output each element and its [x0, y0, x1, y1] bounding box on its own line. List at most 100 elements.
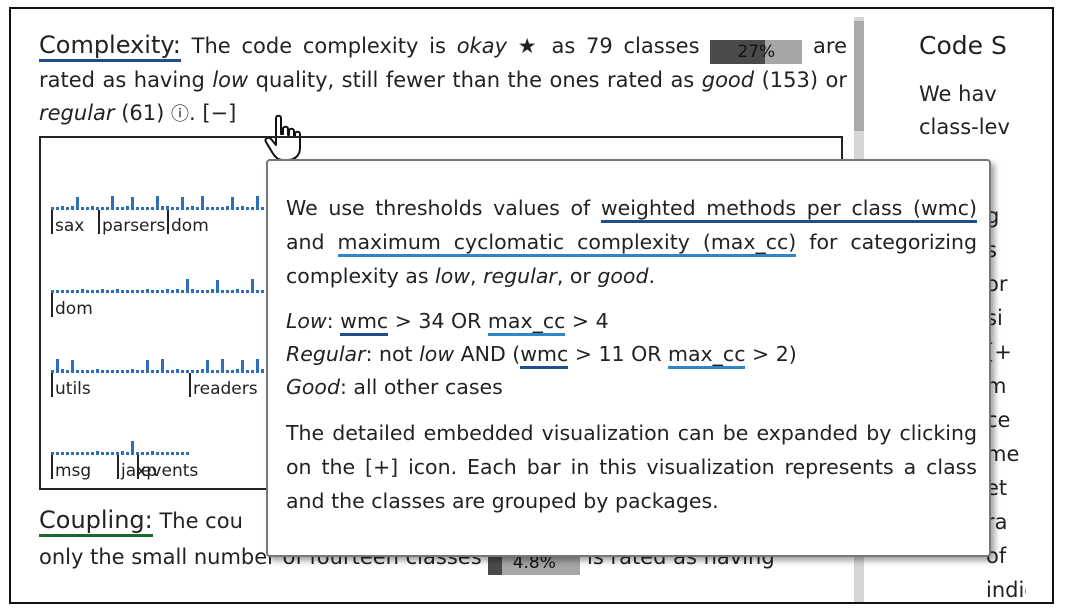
class-bar[interactable] — [146, 207, 149, 210]
class-bar[interactable] — [246, 207, 249, 210]
class-bar[interactable] — [186, 452, 189, 455]
class-bar[interactable] — [216, 280, 219, 293]
class-bar[interactable] — [206, 207, 209, 210]
class-bar[interactable] — [116, 370, 119, 373]
info-icon[interactable]: ⓘ — [171, 104, 189, 125]
class-bar[interactable] — [146, 360, 149, 373]
class-bar[interactable] — [181, 370, 184, 373]
class-bar[interactable] — [181, 290, 184, 293]
class-bar[interactable] — [161, 452, 164, 455]
class-bar[interactable] — [151, 450, 154, 455]
class-bar[interactable] — [81, 452, 84, 455]
max-cc-link[interactable]: maximum cyclomatic complexity (max_cc) — [337, 230, 797, 257]
class-bar[interactable] — [251, 207, 254, 210]
class-bar[interactable] — [61, 452, 64, 455]
class-bar[interactable] — [166, 452, 169, 455]
class-bar[interactable] — [176, 288, 179, 293]
class-bar[interactable] — [86, 207, 89, 210]
class-bar[interactable] — [101, 370, 104, 373]
class-bar[interactable] — [186, 207, 189, 210]
wmc-link[interactable]: wmc — [520, 342, 569, 369]
class-bar[interactable] — [51, 452, 54, 455]
class-bar[interactable] — [251, 279, 254, 293]
class-bar[interactable] — [76, 197, 79, 210]
class-bar[interactable] — [71, 205, 74, 210]
class-bar[interactable] — [171, 207, 174, 210]
class-bar[interactable] — [166, 370, 169, 373]
class-bar[interactable] — [131, 368, 134, 373]
class-bar[interactable] — [181, 197, 184, 210]
class-bar[interactable] — [226, 290, 229, 293]
class-bar[interactable] — [156, 452, 159, 455]
class-bar[interactable] — [106, 290, 109, 293]
class-bar[interactable] — [61, 290, 64, 293]
class-bar[interactable] — [231, 290, 234, 293]
class-bar[interactable] — [101, 207, 104, 210]
class-bar[interactable] — [106, 370, 109, 373]
class-bar[interactable] — [106, 452, 109, 455]
class-bar[interactable] — [201, 368, 204, 373]
class-bar[interactable] — [156, 370, 159, 373]
class-bar[interactable] — [211, 370, 214, 373]
class-bar[interactable] — [101, 288, 104, 293]
class-bar[interactable] — [66, 207, 69, 210]
class-bar[interactable] — [66, 290, 69, 293]
class-bar[interactable] — [261, 368, 264, 373]
class-bar[interactable] — [161, 359, 164, 373]
class-bar[interactable] — [256, 359, 259, 373]
class-bar[interactable] — [86, 370, 89, 373]
class-bar[interactable] — [206, 360, 209, 373]
class-bar[interactable] — [181, 452, 184, 455]
collapse-toggle[interactable]: [−] — [202, 101, 237, 125]
class-bar[interactable] — [231, 370, 234, 373]
class-bar[interactable] — [96, 368, 99, 373]
class-bar[interactable] — [176, 207, 179, 210]
class-bar[interactable] — [71, 452, 74, 455]
class-bar[interactable] — [71, 360, 74, 373]
class-bar[interactable] — [131, 290, 134, 293]
class-bar[interactable] — [131, 197, 134, 210]
class-bar[interactable] — [201, 290, 204, 293]
class-bar[interactable] — [116, 207, 119, 210]
class-bar[interactable] — [146, 288, 149, 293]
class-bar[interactable] — [51, 207, 54, 210]
class-bar[interactable] — [236, 368, 239, 373]
class-bar[interactable] — [171, 370, 174, 373]
class-bar[interactable] — [136, 370, 139, 373]
class-bar[interactable] — [141, 290, 144, 293]
class-bar[interactable] — [171, 452, 174, 455]
class-bar[interactable] — [56, 359, 59, 373]
class-bar[interactable] — [236, 207, 239, 210]
class-bar[interactable] — [51, 290, 54, 293]
class-bar[interactable] — [176, 368, 179, 373]
wmc-link[interactable]: weighted methods per class (wmc) — [600, 196, 977, 223]
class-bar[interactable] — [236, 288, 239, 293]
class-bar[interactable] — [256, 290, 259, 293]
class-bar[interactable] — [246, 290, 249, 293]
class-bar[interactable] — [91, 370, 94, 373]
class-bar[interactable] — [226, 370, 229, 373]
class-bar[interactable] — [126, 205, 129, 210]
class-bar[interactable] — [166, 205, 169, 210]
class-bar[interactable] — [86, 290, 89, 293]
class-bar[interactable] — [251, 370, 254, 373]
class-bar[interactable] — [191, 370, 194, 373]
class-bar[interactable] — [101, 452, 104, 455]
class-bar[interactable] — [121, 207, 124, 210]
class-bar[interactable] — [211, 288, 214, 293]
class-bar[interactable] — [246, 370, 249, 373]
class-bar[interactable] — [156, 196, 159, 210]
class-bar[interactable] — [96, 290, 99, 293]
class-bar[interactable] — [111, 370, 114, 373]
class-bar[interactable] — [81, 207, 84, 210]
class-bar[interactable] — [91, 205, 94, 210]
class-bar[interactable] — [186, 370, 189, 373]
class-bar[interactable] — [56, 290, 59, 293]
class-bar[interactable] — [136, 207, 139, 210]
class-bar[interactable] — [196, 207, 199, 210]
class-bar[interactable] — [161, 205, 164, 210]
class-bar[interactable] — [121, 290, 124, 293]
class-bar[interactable] — [61, 368, 64, 373]
class-bar[interactable] — [166, 288, 169, 293]
class-bar[interactable] — [241, 205, 244, 210]
